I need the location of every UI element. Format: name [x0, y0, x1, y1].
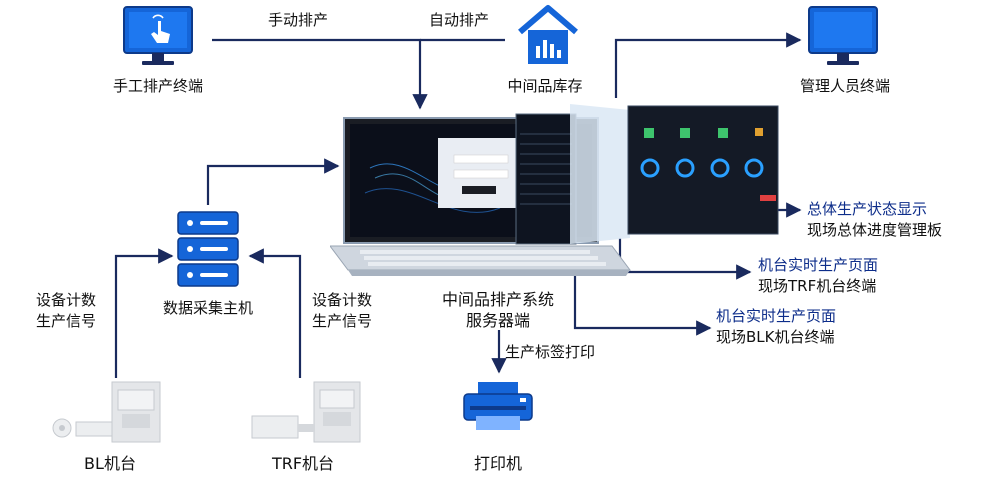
bl-machine-label: BL机台 — [84, 454, 136, 473]
server-rack-icon — [177, 211, 239, 287]
server-label-line1: 中间品排产系统 — [441, 290, 554, 309]
trf-page-sub: 现场TRF机台终端 — [758, 277, 877, 295]
label-print-label: 生产标签打印 — [505, 343, 596, 361]
left-signal-line1: 设备计数 — [36, 291, 97, 309]
overall-status-sub: 现场总体进度管理板 — [807, 221, 943, 239]
trf-page-title: 机台实时生产页面 — [758, 256, 879, 274]
manager-terminal-label: 管理人员终端 — [799, 77, 890, 95]
blk-page-title: 机台实时生产页面 — [716, 307, 837, 325]
manual-terminal-label: 手工排产终端 — [112, 77, 203, 95]
collector-label: 数据采集主机 — [162, 299, 253, 317]
bl-machine-illustration — [52, 381, 161, 443]
laptop-server-illustration — [330, 104, 779, 276]
monitor-touch-icon — [123, 6, 193, 65]
manual-schedule-label: 手动排产 — [268, 11, 329, 29]
left-signal-line2: 生产信号 — [36, 312, 97, 330]
printer-icon — [463, 382, 533, 430]
inventory-label: 中间品库存 — [507, 77, 583, 95]
warehouse-icon — [518, 5, 578, 64]
server-label-line2: 服务器端 — [465, 311, 530, 330]
auto-schedule-label: 自动排产 — [429, 11, 490, 29]
blk-page-sub: 现场BLK机台终端 — [716, 328, 835, 346]
trf-machine-label: TRF机台 — [271, 454, 335, 473]
overall-status-title: 总体生产状态显示 — [807, 200, 928, 218]
right-signal-line2: 生产信号 — [312, 312, 373, 330]
monitor-icon — [808, 6, 878, 65]
trf-machine-illustration — [251, 381, 361, 443]
right-signal-line1: 设备计数 — [312, 291, 373, 309]
printer-label: 打印机 — [473, 454, 522, 473]
